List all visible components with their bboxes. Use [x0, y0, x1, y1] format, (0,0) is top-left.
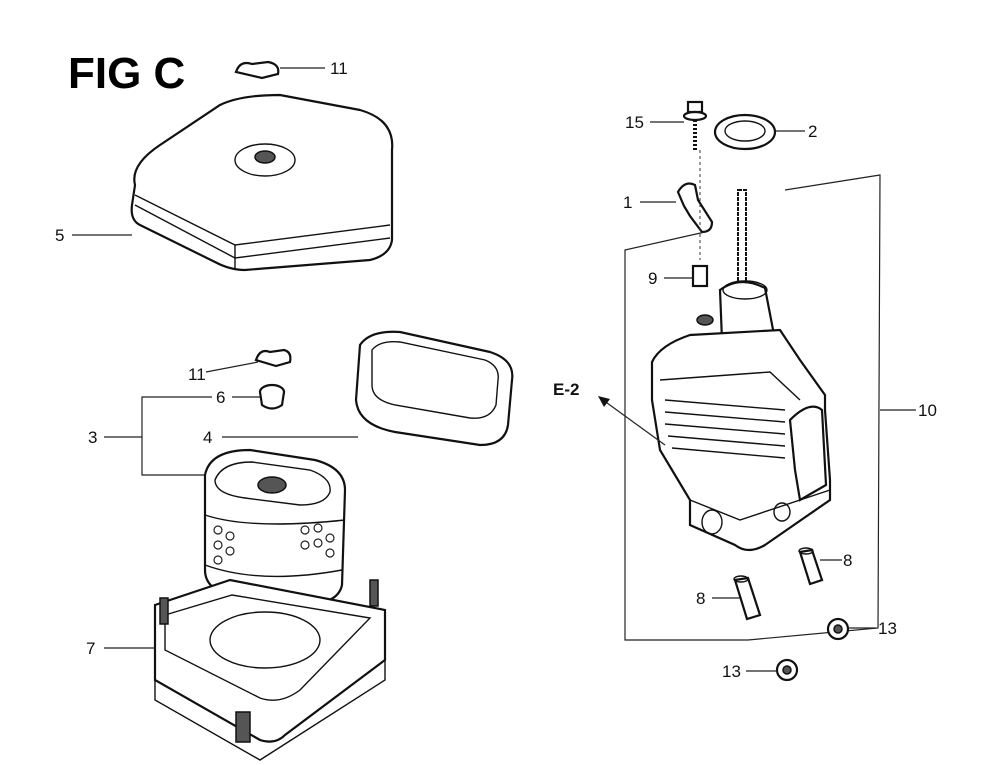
collar-9-part — [691, 264, 709, 288]
callout-13-b: 13 — [722, 662, 741, 681]
callout-4: 4 — [203, 428, 212, 447]
callout-8-a: 8 — [843, 551, 852, 570]
foam-element-part — [354, 330, 514, 447]
nut-6-part — [258, 383, 286, 410]
callout-5: 5 — [55, 226, 64, 245]
bracket-line — [141, 396, 215, 476]
leader-line — [205, 361, 259, 373]
callout-8-b: 8 — [696, 589, 705, 608]
figure-title: FIG C — [68, 49, 185, 98]
callout-11-top: 11 — [330, 59, 348, 78]
nut-13b-part — [775, 658, 799, 682]
air-cleaner-cover-part — [130, 93, 394, 272]
callout-7: 7 — [86, 639, 95, 658]
wing-nut-top-part — [234, 60, 280, 80]
clamp-1-part — [676, 182, 714, 234]
bracket-line — [624, 174, 881, 641]
air-cleaner-base-part — [153, 578, 387, 761]
paper-element-part — [203, 448, 347, 607]
gasket-2-part — [713, 113, 777, 151]
bolt-15-part — [682, 100, 708, 150]
callout-11-mid: 11 — [188, 365, 206, 384]
wing-nut-mid-part — [254, 348, 292, 368]
nut-13a-part — [826, 617, 850, 641]
muffler-part — [650, 189, 832, 552]
callout-6: 6 — [216, 388, 225, 407]
callout-10: 10 — [918, 401, 937, 420]
callout-2: 2 — [808, 122, 817, 141]
callout-9: 9 — [648, 269, 657, 288]
reference-arrow — [602, 399, 666, 446]
pipe-8b-part — [733, 575, 762, 621]
pipe-8a-part — [798, 547, 824, 586]
reference-e2: E-2 — [553, 380, 579, 399]
callout-13-a: 13 — [878, 619, 897, 638]
callout-1: 1 — [623, 193, 632, 212]
callout-15: 15 — [625, 113, 644, 132]
callout-3: 3 — [88, 428, 97, 447]
